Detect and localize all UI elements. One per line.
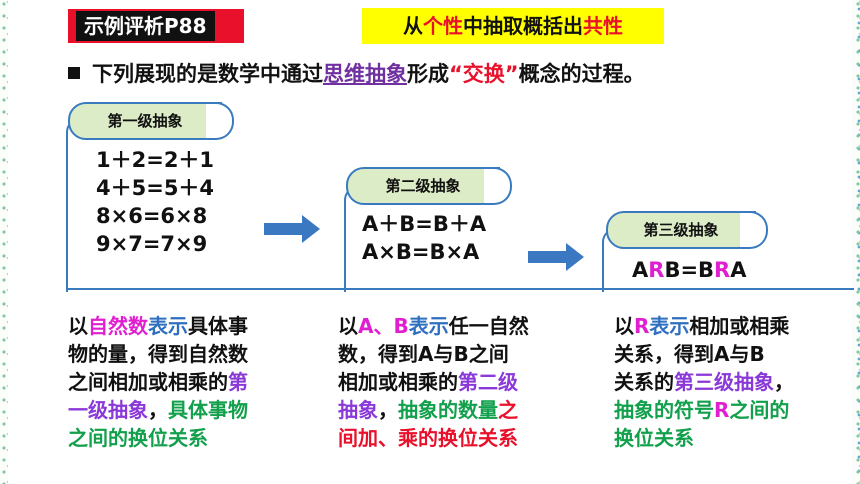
text-r: R [634, 314, 650, 338]
text-represent: 表示 [408, 314, 449, 338]
text-relation: 间加、乘的换位关系 [338, 426, 518, 450]
text-symbol: 抽象的符号 [614, 398, 714, 422]
headline-commonality: 共性 [583, 14, 623, 38]
text: 以 [68, 314, 88, 338]
equation: ARB=BRA [632, 256, 746, 284]
equation: 4＋5=5＋4 [96, 176, 215, 200]
text: 数，得到A与B之间 [338, 342, 509, 366]
text: ， [774, 370, 794, 394]
level-1-bracket [66, 118, 80, 292]
baseline [68, 288, 854, 290]
eq3-b: B=B [664, 258, 715, 282]
text: 关系，得到A与B [614, 342, 765, 366]
text: 相加或相乘的 [338, 370, 458, 394]
text-represent: 表示 [148, 314, 188, 338]
level-1-label: 第一级抽象 [68, 102, 234, 140]
eq3-a: A [632, 258, 649, 282]
text: 之 [498, 398, 518, 422]
example-tag-text: 示例评析P88 [76, 11, 215, 41]
intro-post: 概念的过程。 [518, 62, 645, 86]
text-natural-numbers: 自然数 [88, 314, 148, 338]
headline-mid: 中抽取概括出 [463, 14, 583, 38]
equation: 8×6=6×8 [96, 204, 208, 228]
eq3-r2: R [714, 258, 731, 282]
text-level: 第 [228, 370, 248, 394]
level-3-equations: ARB=BRA [632, 256, 746, 284]
text-level: 第三级抽象 [674, 370, 774, 394]
text: 以 [338, 314, 358, 338]
text-r: R [714, 398, 730, 422]
level-3-label: 第三级抽象 [606, 211, 768, 249]
intro-pre: 下列展现的是数学中通过 [92, 62, 323, 86]
text-represent: 表示 [649, 314, 690, 338]
description-second-level: 以A、B表示任一自然 数，得到A与B之间 相加或相乘的第二级 抽象，抽象的数量之… [338, 312, 529, 452]
description-first-level: 以自然数表示具体事 物的量，得到自然数 之间相加或相乘的第 一级抽象，具体事物 … [68, 312, 248, 452]
text: 相加或相乘 [689, 314, 790, 338]
eq3-r: R [648, 258, 665, 282]
example-tag: 示例评析P88 [68, 9, 244, 43]
text: 之间的 [729, 398, 790, 422]
arrow-right-icon [528, 243, 584, 271]
text-relation: 之间的换位关系 [68, 426, 208, 450]
text: 具体事 [188, 314, 248, 338]
headline: 从个性中抽取概括出共性 [362, 8, 664, 44]
intro-link-abstract-thinking[interactable]: 思维抽象 [323, 62, 407, 86]
text: 任一自然 [448, 314, 529, 338]
equation: 9×7=7×9 [96, 232, 208, 256]
intro-quote: “交换” [449, 62, 519, 86]
text-level: 第二级 [458, 370, 518, 394]
headline-pre: 从 [403, 14, 423, 38]
slide: 示例评析P88 从个性中抽取概括出共性 下列展现的是数学中通过思维抽象形成“交换… [8, 0, 854, 484]
arrow-right-icon [264, 215, 320, 243]
text-level: 抽象 [338, 398, 378, 422]
text-relation: 换位关系 [614, 426, 694, 450]
eq3-a2: A [730, 258, 747, 282]
text-concrete: 具体事物 [168, 398, 248, 422]
text-quantity: 抽象的数量 [398, 398, 498, 422]
description-third-level: 以R表示相加或相乘 关系，得到A与B 关系的第三级抽象， 抽象的符号R之间的 换… [614, 312, 794, 452]
text: 以 [614, 314, 634, 338]
equation: 1＋2=2＋1 [96, 148, 215, 172]
intro-line: 下列展现的是数学中通过思维抽象形成“交换”概念的过程。 [68, 58, 645, 88]
text-level: 一级抽象 [68, 398, 148, 422]
bullet-square-icon [68, 67, 80, 79]
text-a-b: A、B [358, 314, 409, 338]
equation: A×B=B×A [362, 240, 480, 264]
text: ， [148, 398, 168, 422]
text: 物的量，得到自然数 [68, 342, 248, 366]
intro-mid: 形成 [407, 62, 449, 86]
headline-individuality: 个性 [423, 14, 463, 38]
text: 关系的 [614, 370, 674, 394]
level-2-label: 第二级抽象 [346, 167, 512, 205]
level-1-equations: 1＋2=2＋1 4＋5=5＋4 8×6=6×8 9×7=7×9 [96, 146, 214, 258]
level-2-equations: A＋B=B＋A A×B=B×A [362, 210, 486, 266]
text: 之间相加或相乘的 [68, 370, 228, 394]
equation: A＋B=B＋A [362, 212, 487, 236]
text: ， [378, 398, 398, 422]
